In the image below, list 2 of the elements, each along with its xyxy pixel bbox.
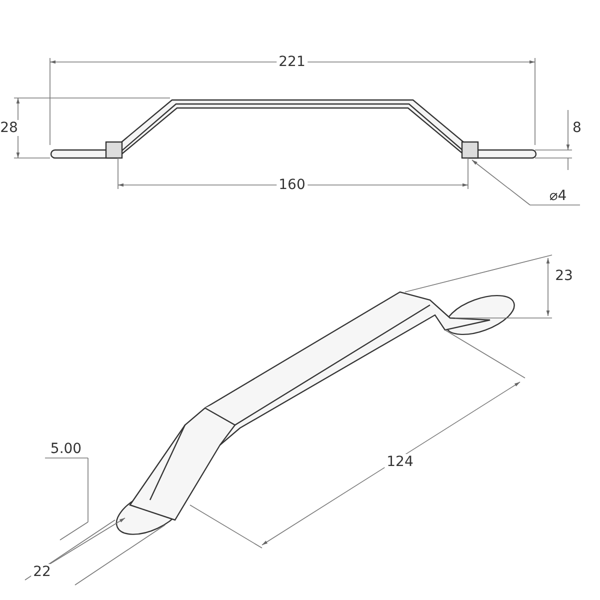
dimension-value: 124 (384, 454, 416, 470)
dimension-value: 28 (0, 120, 20, 136)
